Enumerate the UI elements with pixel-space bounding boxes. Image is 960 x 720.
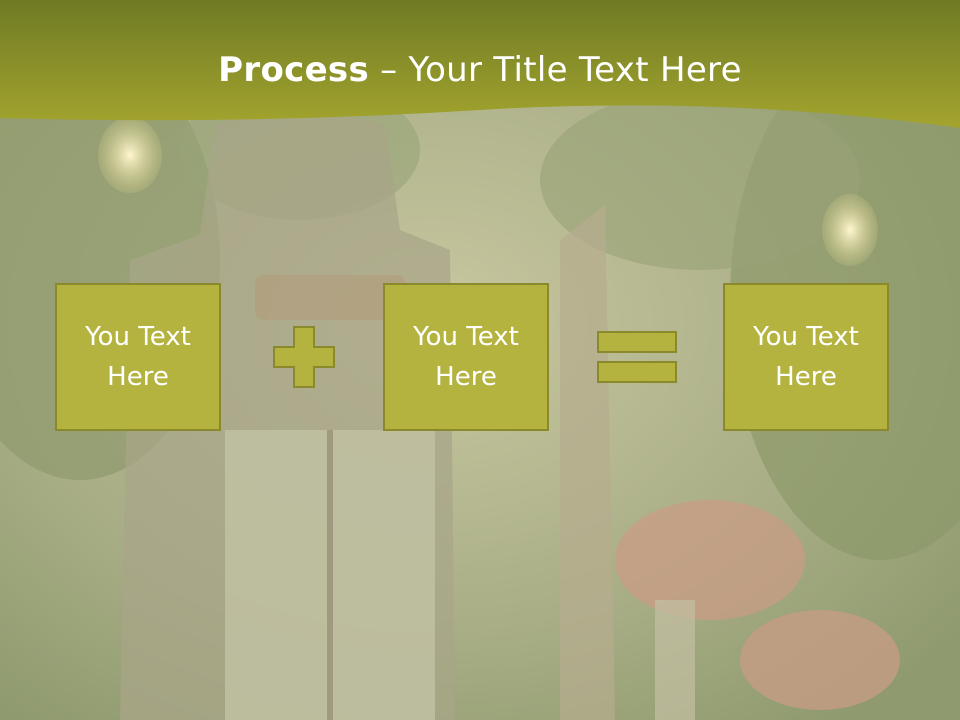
process-box-2-text: You Text Here — [413, 322, 519, 392]
equals-icon — [597, 331, 677, 383]
header-band — [0, 0, 960, 128]
title-bold: Process — [218, 50, 370, 90]
title-text: – Your Title Text Here — [369, 50, 742, 90]
slide-title: Process – Your Title Text Here — [0, 50, 960, 90]
process-box-1-text: You Text Here — [85, 322, 191, 392]
process-box-1[interactable]: You Text Here — [55, 283, 221, 431]
process-box-2[interactable]: You Text Here — [383, 283, 549, 431]
process-box-3-text: You Text Here — [753, 322, 859, 392]
process-box-3[interactable]: You Text Here — [723, 283, 889, 431]
plus-icon — [273, 326, 335, 388]
